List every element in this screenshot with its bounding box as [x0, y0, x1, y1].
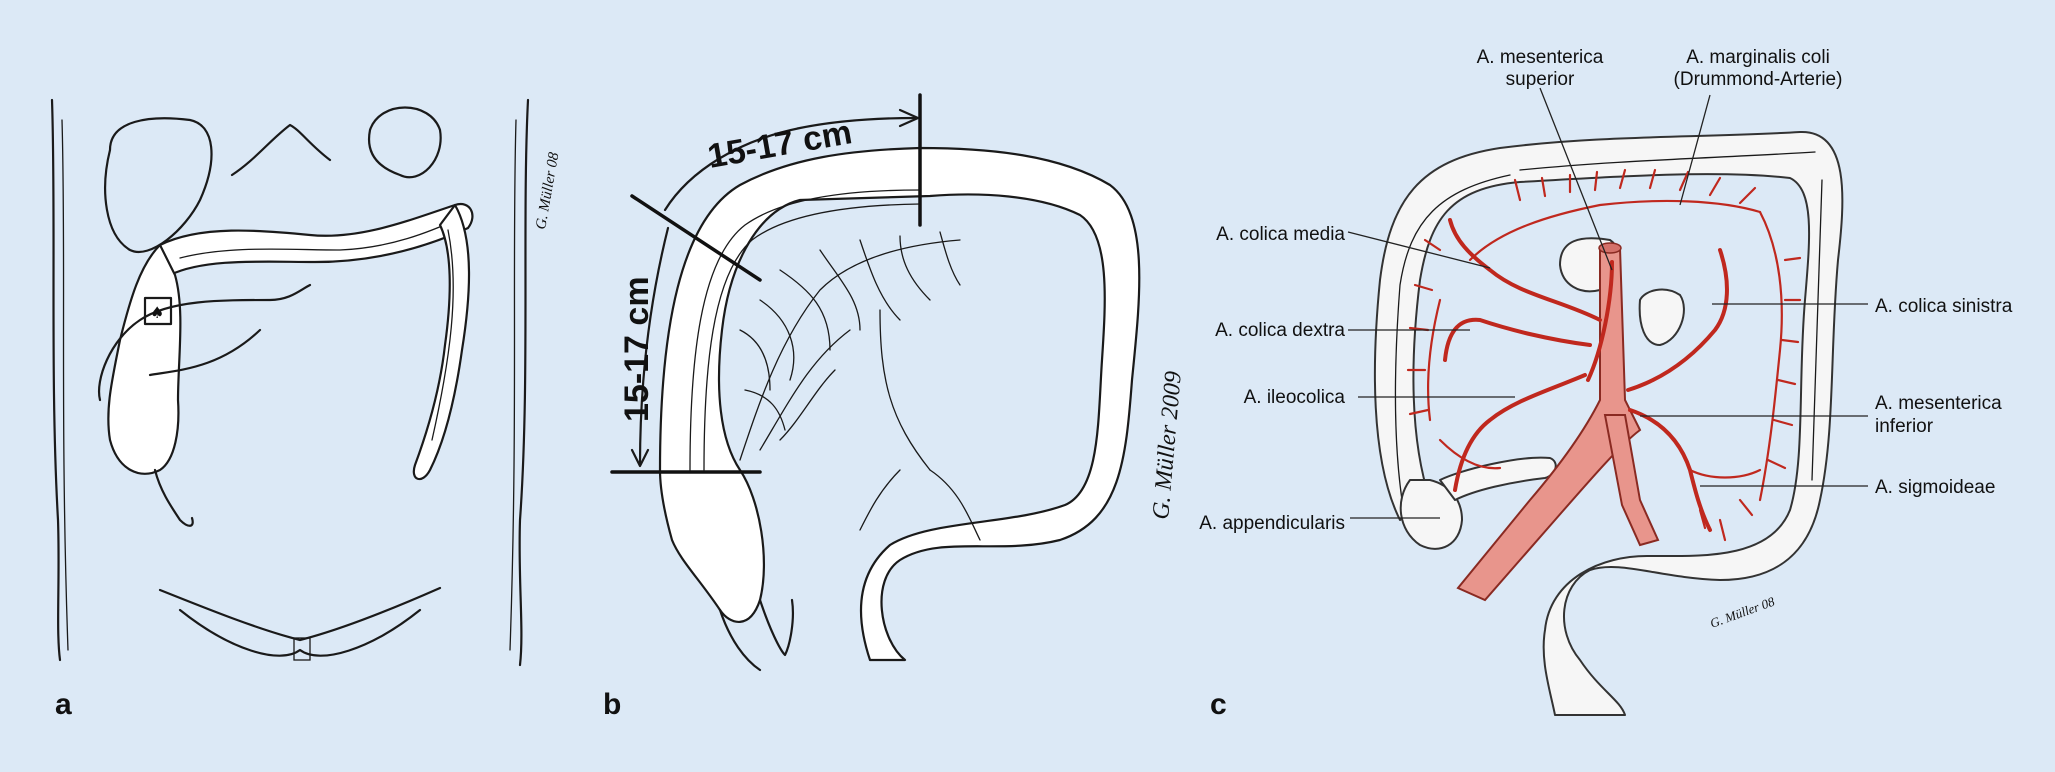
panel-a-transverse-colon [158, 202, 474, 277]
panel-a-pelvis [158, 586, 442, 642]
panel-c-labels: A. mesenterica superior A. marginalis co… [1199, 47, 2012, 534]
panel-c-sma-trunk [1586, 260, 1614, 382]
panel-c-leader-lines [1347, 87, 1868, 519]
panel-a-body-right-outline [518, 98, 530, 667]
label-sigmoideae: A. sigmoideae [1875, 477, 1995, 498]
panel-b-vertical-measure: 15-17 cm [618, 276, 656, 422]
label-mesenterica-superior-line2: superior [1506, 69, 1575, 90]
panel-b-illustration: 15-17 cm 15-17 cm G. Müller 2009 [610, 93, 1187, 672]
panel-a-liver [104, 117, 213, 253]
label-appendicularis: A. appendicularis [1199, 513, 1345, 534]
label-mesenterica-inferior-line1: A. mesenterica [1875, 393, 2002, 414]
svg-text:♠: ♠ [150, 303, 164, 322]
panel-c-colon [1373, 130, 1844, 716]
panel-a-descending-colon [412, 203, 471, 481]
panel-c-illustration: G. Müller 08 [1347, 87, 1868, 716]
panel-c-signature: G. Müller 08 [1708, 593, 1777, 630]
panel-a-body-left-outline [50, 98, 62, 662]
panel-a-signature: G. Müller 08 [533, 151, 562, 231]
panel-c-aorta [1456, 247, 1642, 602]
panel-a-ascending-colon [107, 243, 182, 475]
label-mesenterica-superior-line1: A. mesenterica [1477, 47, 1604, 68]
label-mesenterica-inferior-line2: inferior [1875, 416, 1934, 437]
panel-b-diagonal-cut-line [630, 194, 762, 282]
panel-a-stoma-marker [143, 296, 173, 326]
label-colica-media: A. colica media [1216, 224, 1345, 245]
panel-a-letter: a [55, 688, 72, 721]
panel-b-signature: G. Müller 2009 [1148, 370, 1187, 520]
label-marginalis-coli-line1: A. marginalis coli [1686, 47, 1830, 68]
panel-a-illustration: ♠ G. Müller 08 [50, 98, 563, 667]
panel-b-colon [658, 146, 1141, 662]
panel-c-letter: c [1210, 688, 1227, 721]
label-marginalis-coli-line2: (Drummond-Arterie) [1674, 69, 1843, 90]
panel-b-letter: b [603, 688, 621, 721]
label-ileocolica: A. ileocolica [1244, 387, 1346, 408]
label-colica-dextra: A. colica dextra [1215, 320, 1345, 341]
label-colica-sinistra: A. colica sinistra [1875, 296, 2013, 317]
panel-a-stomach [367, 106, 442, 179]
